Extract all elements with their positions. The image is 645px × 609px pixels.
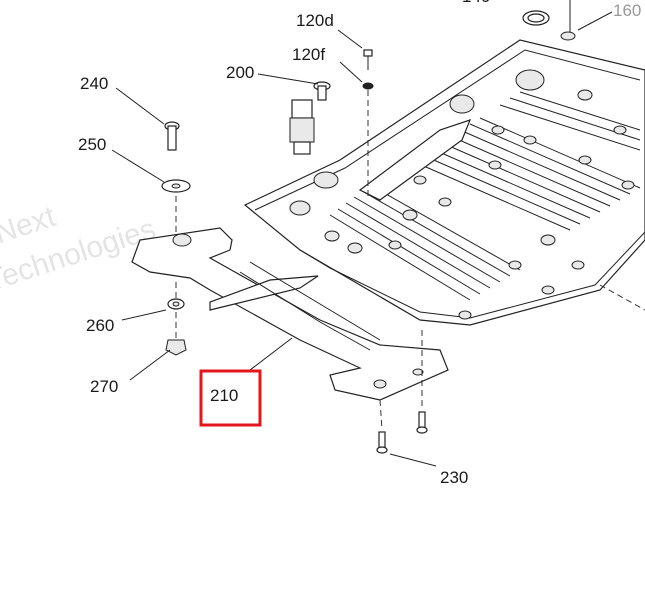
- skid-plate-assembly: [243, 39, 645, 326]
- pin-200: [313, 81, 331, 101]
- callout-250[interactable]: 250: [78, 135, 106, 154]
- callout-160[interactable]: 160: [613, 1, 641, 20]
- callout-270[interactable]: 270: [90, 377, 118, 396]
- watermark-left-top: Next: [0, 200, 60, 251]
- washer-160: [560, 31, 576, 41]
- callout-120f[interactable]: 120f: [292, 45, 325, 64]
- callout-200[interactable]: 200: [226, 63, 254, 82]
- nut-120f: [362, 82, 374, 90]
- bracket-210: [131, 227, 449, 401]
- highlight-box-210: [199, 369, 262, 427]
- bolt-120d: [363, 49, 373, 70]
- skid-plate-ribs: [329, 91, 641, 301]
- bolt-230-right: [416, 411, 428, 434]
- callout-210[interactable]: 210: [210, 386, 238, 405]
- callout-240[interactable]: 240: [80, 74, 108, 93]
- bolt-240: [164, 121, 180, 151]
- bolt-230-left: [376, 431, 388, 454]
- fitting: [289, 99, 315, 155]
- callout-120d[interactable]: 120d: [296, 11, 334, 30]
- nut-270: [165, 339, 187, 356]
- leader-lines: [111, 29, 437, 467]
- callout-260[interactable]: 260: [86, 316, 114, 335]
- callout-230[interactable]: 230: [440, 468, 468, 487]
- callout-140[interactable]: 140: [462, 0, 490, 6]
- skid-plate-bosses: [289, 69, 635, 320]
